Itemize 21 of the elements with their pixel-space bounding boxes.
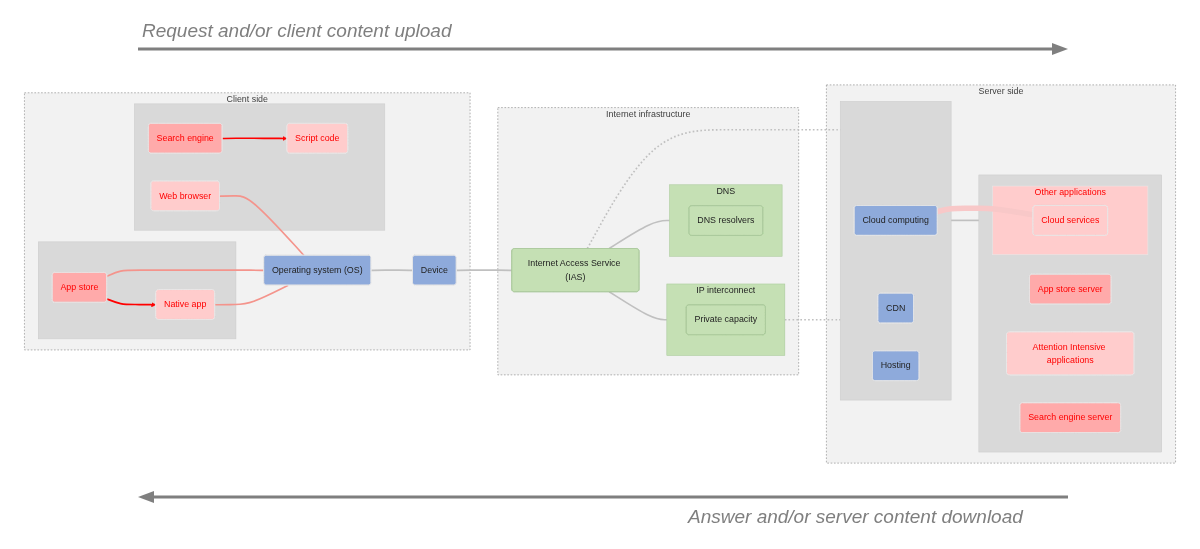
connector <box>608 290 668 321</box>
node-text: Private capacity <box>694 314 758 325</box>
cluster <box>839 101 952 401</box>
connector <box>950 219 980 222</box>
connector <box>370 269 414 272</box>
cluster <box>38 241 237 340</box>
direction-label: Answer and/or server content download <box>688 506 1023 528</box>
arrow <box>106 298 157 308</box>
connector <box>219 195 305 257</box>
connector <box>106 269 265 277</box>
cluster <box>978 174 1162 453</box>
arrow <box>221 136 288 141</box>
cluster <box>134 103 386 231</box>
node-text: DNS resolvers <box>697 215 755 225</box>
node-text: Cloud services <box>1041 215 1100 225</box>
connector <box>455 269 513 272</box>
connector <box>936 205 1034 218</box>
connector <box>608 219 671 250</box>
connector <box>784 318 842 321</box>
connector <box>214 284 289 306</box>
direction-label: Request and/or client content upload <box>142 20 452 42</box>
